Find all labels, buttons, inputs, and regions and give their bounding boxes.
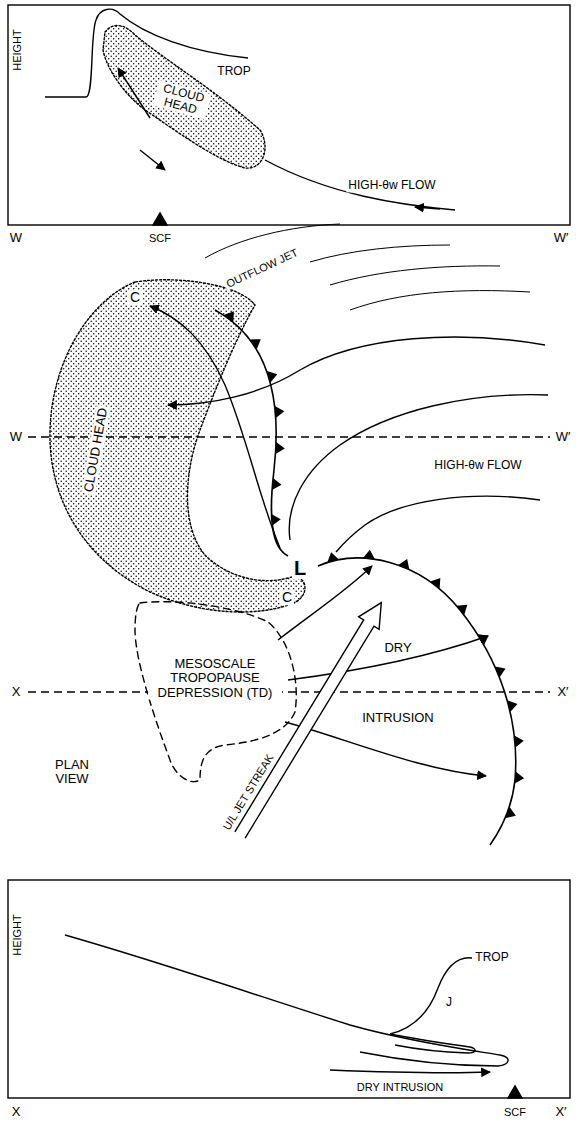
jet-label: OUTFLOW JET (222, 245, 301, 290)
front-triangle (363, 550, 375, 560)
streamline (336, 496, 540, 552)
front-triangle (267, 371, 277, 382)
view-label: PLAN VIEW (46, 758, 98, 787)
front-triangle (327, 552, 339, 562)
node-label: MESOSCALE TROPOPAUSE DEPRESSION (TD) (148, 657, 282, 700)
front-triangle (457, 605, 468, 615)
flow-label: HIGH-θw FLOW (346, 179, 437, 192)
section-end-label: W′ (554, 430, 573, 444)
outflow-streamline (350, 291, 530, 310)
section-end-label: X′ (553, 1105, 568, 1119)
front-marker (508, 1086, 522, 1098)
outflow-streamline (330, 266, 500, 285)
axis-label: HEIGHT (11, 912, 23, 958)
cloud-marker: C (280, 590, 294, 605)
section-end-label: W′ (552, 231, 571, 245)
flow-line (265, 160, 455, 210)
front-line (318, 558, 516, 845)
tropopause-label: TROP (473, 951, 510, 964)
dry-intrusion-arrow (330, 1070, 490, 1073)
intrusion-label: DRY INTRUSION (355, 1081, 445, 1093)
low-center-label: L (292, 557, 308, 579)
outflow-streamline (205, 224, 340, 258)
front-triangle (250, 339, 261, 349)
front-triangle (515, 772, 524, 784)
panel-frame (8, 5, 570, 225)
cloud-marker: C (128, 290, 142, 305)
node-outline (103, 26, 265, 169)
front-label: SCF (502, 1106, 528, 1118)
intrusion-label: DRY (382, 641, 413, 655)
section-end-label: W (8, 231, 24, 245)
front-triangle (430, 578, 440, 589)
node-outline (50, 280, 305, 612)
front-triangle (271, 514, 280, 526)
front-triangle (495, 667, 506, 678)
section-end-label: X′ (555, 685, 570, 699)
dry-intrusion-arrow (288, 636, 488, 680)
descent-arrow (140, 150, 165, 170)
intrusion-label: INTRUSION (360, 711, 436, 725)
front-triangle (275, 406, 284, 418)
tropopause-label: TROP (215, 65, 252, 78)
section-end-label: X (10, 1105, 23, 1119)
front-triangle (505, 807, 516, 818)
front-triangle (507, 700, 517, 712)
front-triangle (272, 478, 281, 490)
tropopause-depression: MESOSCALE TROPOPAUSE DEPRESSION (TD) (125, 590, 310, 790)
tropopause-line (390, 958, 475, 1053)
front-triangle (514, 736, 523, 748)
front-triangle (276, 442, 285, 454)
outflow-streamline (310, 245, 450, 262)
node-outline (40, 275, 330, 625)
axis-label: HEIGHT (11, 27, 23, 73)
front-triangle (398, 559, 409, 570)
jet-marker: J (444, 996, 454, 1009)
flow-label: HIGH-θw FLOW (432, 459, 523, 472)
section-end-label: X (10, 685, 23, 699)
flow-arrow (415, 207, 440, 209)
cloud-head: CLOUD HEAD (40, 275, 330, 625)
front-marker (153, 213, 167, 225)
cloud-head: CLOUD HEAD (95, 20, 270, 180)
front-triangle (478, 635, 489, 645)
dry-intrusion-arrow (285, 722, 486, 776)
section-line (28, 691, 550, 692)
front-label: SCF (147, 232, 173, 244)
section-end-label: W (8, 430, 24, 444)
panel-frame (8, 880, 570, 1098)
tropopause-line (65, 935, 508, 1066)
streamline (289, 395, 548, 540)
